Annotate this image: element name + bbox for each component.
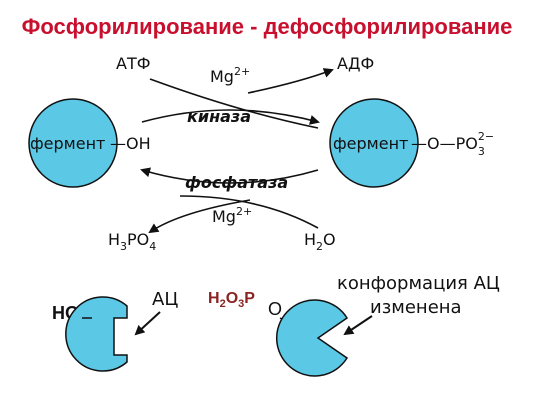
- phosphoric-acid-label: H3PO4: [108, 230, 156, 253]
- atp-label: АТФ: [116, 54, 151, 73]
- adp-release-arrow: [247, 68, 334, 94]
- right-phosphate-group: —O—PO3 2−: [411, 130, 494, 158]
- kinase-arrow: [141, 109, 320, 125]
- phosphate-release-arrow: [148, 199, 251, 234]
- top-arrow-atp-adp: [149, 78, 319, 129]
- h2o3p-o: O: [226, 290, 238, 307]
- h2o3p-sub3: 3: [238, 298, 244, 310]
- bottom-left-enzyme-shape: [65, 296, 128, 372]
- h2o-o: O: [323, 230, 336, 249]
- h2o3p-p: P: [244, 290, 255, 307]
- top-mg-charge: 2+: [234, 65, 250, 78]
- left-enzyme-circle: [28, 98, 118, 188]
- h3po4-h: H: [108, 230, 120, 249]
- active-site-pointer: [134, 311, 161, 336]
- right-phosphate-sub: 3: [478, 145, 485, 158]
- right-enzyme-circle: [329, 98, 419, 188]
- conformation-note-line1: конформация АЦ: [337, 273, 500, 294]
- water-uptake-arc: [179, 195, 319, 229]
- left-oh-group: —OH: [110, 134, 151, 153]
- bottom-mg-charge: 2+: [236, 205, 252, 218]
- top-mg-label: Mg2+: [210, 65, 250, 86]
- bottom-right-o-link: O: [268, 299, 282, 319]
- conformation-pointer: [343, 315, 373, 336]
- top-mg-base: Mg: [210, 67, 234, 86]
- h2o-h: H: [304, 230, 316, 249]
- bottom-right-enzyme-shape: [276, 299, 349, 377]
- conformation-note-line2: изменена: [370, 297, 462, 318]
- h3po4-sub3: 3: [120, 240, 127, 253]
- h3po4-sub4: 4: [149, 240, 156, 253]
- h2o-sub2: 2: [316, 240, 323, 253]
- adp-label: АДФ: [337, 54, 374, 73]
- right-phosphate-charge: 2−: [478, 130, 494, 143]
- h2o3p-sub2: 2: [220, 298, 226, 310]
- bottom-right-phosphate-group: H2O3P: [208, 290, 255, 310]
- left-enzyme-label: фермент: [30, 134, 105, 153]
- h2o3p-h: H: [208, 290, 220, 307]
- right-enzyme-label: фермент: [333, 134, 408, 153]
- right-phosphate-main: —O—PO: [411, 134, 478, 153]
- bottom-mg-base: Mg: [212, 207, 236, 226]
- diagram-title: Фосфорилирование - дефосфорилирование: [22, 14, 513, 39]
- phosphatase-label: фосфатаза: [185, 173, 288, 192]
- water-label: H2O: [304, 230, 336, 253]
- bottom-mg-label: Mg2+: [212, 205, 252, 226]
- phosphatase-arrow: [140, 167, 319, 184]
- active-site-label: АЦ: [152, 289, 178, 310]
- h3po4-po: PO: [127, 230, 149, 249]
